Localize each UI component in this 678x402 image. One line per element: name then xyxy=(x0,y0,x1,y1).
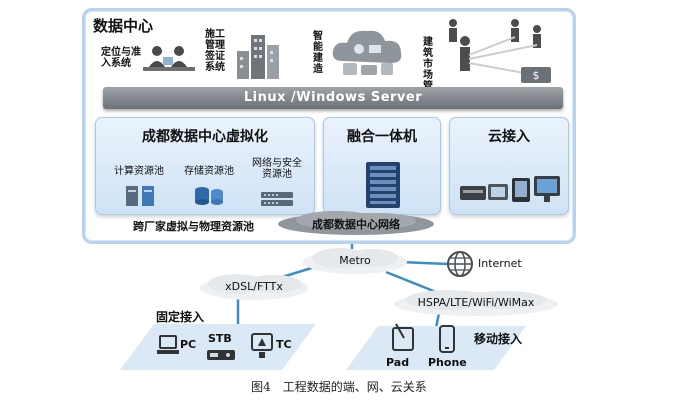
phone-label: Phone xyxy=(428,356,467,369)
os-server-bar: Linux /Windows Server xyxy=(103,87,563,109)
fixed-access-title: 固定接入 xyxy=(156,310,205,324)
cloud-access-title: 云接入 xyxy=(488,129,530,145)
network-pool-label: 网络与安全资源池 xyxy=(252,158,302,180)
data-center-frame: 数据中心 定位与准入系统 施工管理签证系统 智能建造 xyxy=(82,8,576,244)
mobile-access-platform xyxy=(346,326,526,370)
tc-label: TC xyxy=(276,338,292,351)
mobile-link-label: HSPA/LTE/WiFi/WiMax xyxy=(417,296,535,309)
metro-to-internet-link xyxy=(399,260,449,266)
stb-label: STB xyxy=(208,332,232,345)
dc-network-label: 成都数据中心网络 xyxy=(312,218,400,231)
pad-label: Pad xyxy=(386,356,410,369)
metro-cloud-shape xyxy=(303,248,407,274)
fixed-link-cloud-shape xyxy=(200,274,308,300)
pc-icon xyxy=(157,335,179,354)
server-rack-icon xyxy=(126,186,154,206)
mobile-access-title: 移动接入 xyxy=(474,332,523,346)
virtualization-panel: 成都数据中心虚拟化 计算资源池 存储资源池 网络与安全资源池 xyxy=(95,117,315,215)
app-location-access: 定位与准入系统 xyxy=(101,47,141,69)
data-center-title: 数据中心 xyxy=(93,17,154,35)
storage-pool-label: 存储资源池 xyxy=(184,166,234,177)
phone-icon xyxy=(439,325,455,353)
converged-title: 融合一体机 xyxy=(347,129,417,145)
users-at-desk-icon xyxy=(143,46,195,71)
pad-icon xyxy=(392,323,414,351)
globe-icon xyxy=(447,251,473,277)
figure-caption: 图4 工程数据的端、网、云关系 xyxy=(251,380,427,394)
app-label: 施工管理签证系统 xyxy=(205,29,225,73)
internet-label: Internet xyxy=(478,257,522,270)
set-top-box-icon xyxy=(207,350,235,360)
cross-vendor-pool-label: 跨厂家虚拟与物理资源池 xyxy=(133,220,254,233)
network-switch-icon xyxy=(261,192,293,206)
converged-panel: 融合一体机 xyxy=(323,117,441,215)
dc-network-cloud-shape xyxy=(278,211,434,235)
appliance-rack-icon xyxy=(366,162,400,208)
svg-text:$: $ xyxy=(533,69,540,82)
thin-client-icon xyxy=(251,333,273,358)
app-smart-construction: 智能建造 xyxy=(313,31,325,75)
business-people-icon: $ xyxy=(449,19,551,83)
buildings-icon xyxy=(237,35,279,79)
virtualization-title: 成都数据中心虚拟化 xyxy=(142,129,268,145)
mobile-link-cloud-shape xyxy=(394,290,558,316)
app-label: 定位与准入系统 xyxy=(101,47,141,69)
cloud-access-panel: 云接入 xyxy=(449,117,569,215)
pc-label: PC xyxy=(180,338,197,351)
metro-label: Metro xyxy=(339,254,371,267)
app-construction-visa: 施工管理签证系统 xyxy=(205,29,231,73)
storage-disk-icon xyxy=(195,187,223,205)
compute-pool-label: 计算资源池 xyxy=(114,166,164,177)
cloud-devices-icon xyxy=(332,30,402,75)
fixed-link-label: xDSL/FTTx xyxy=(225,280,283,293)
app-label: 智能建造 xyxy=(313,31,323,75)
cloud-terminals-icon xyxy=(460,176,560,202)
